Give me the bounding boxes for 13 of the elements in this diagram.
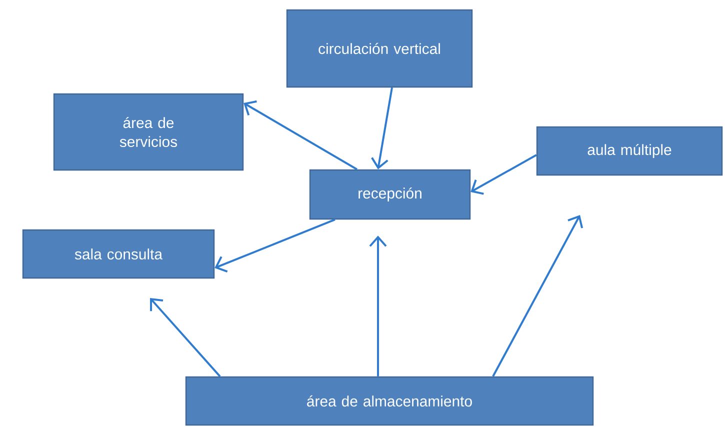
arrow bbox=[214, 218, 336, 272]
process-box: circulación vertical bbox=[286, 9, 473, 88]
process-box: sala consulta bbox=[22, 229, 215, 279]
arrow bbox=[492, 215, 584, 377]
arrow bbox=[470, 154, 537, 195]
process-box: área de almacenamiento bbox=[185, 376, 594, 426]
process-box: aula múltiple bbox=[536, 126, 723, 176]
arrow bbox=[150, 298, 221, 378]
process-box: recepción bbox=[309, 169, 471, 220]
arrow bbox=[371, 87, 393, 170]
arrow bbox=[369, 236, 387, 376]
arrow bbox=[244, 100, 358, 170]
process-box: área de servicios bbox=[53, 93, 244, 171]
